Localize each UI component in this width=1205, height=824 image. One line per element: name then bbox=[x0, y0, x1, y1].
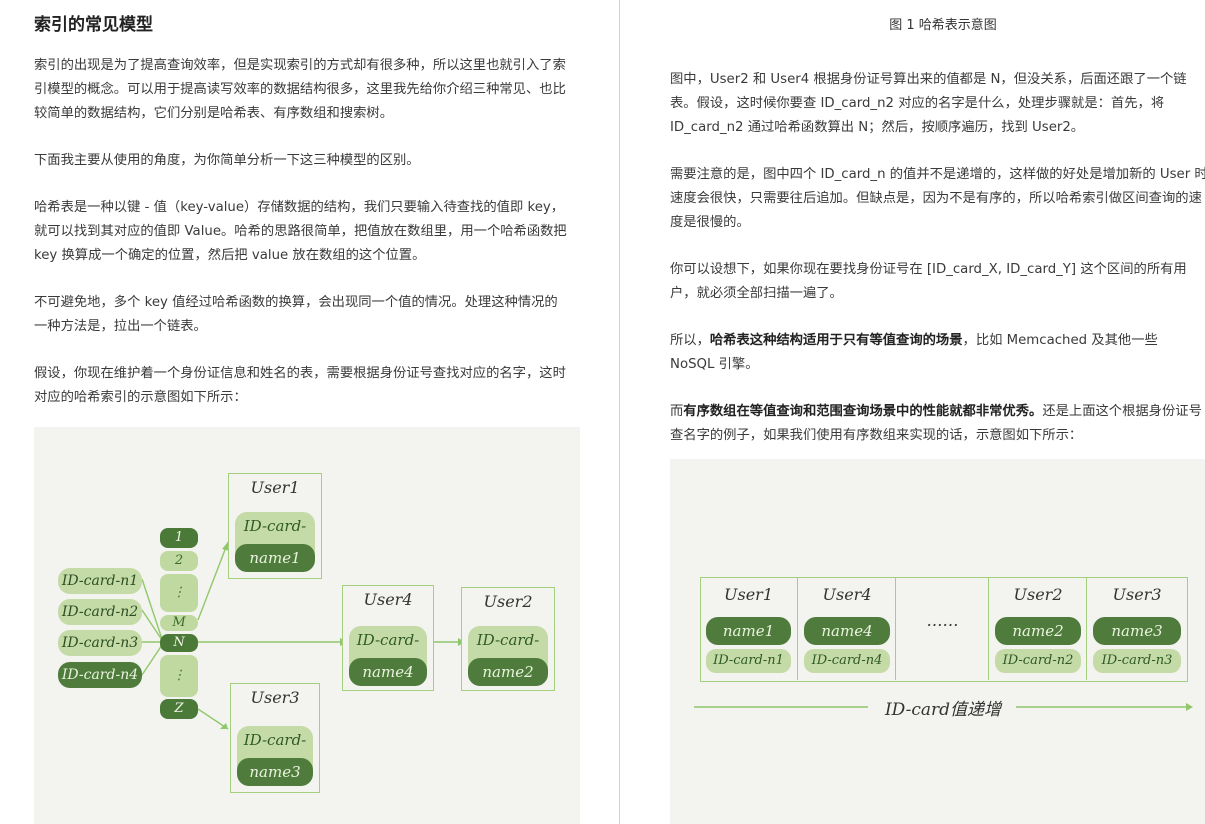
hash-slot-2: 2 bbox=[160, 551, 198, 571]
array-cell-user4: User4 name4 ID-card-n4 bbox=[797, 577, 896, 680]
hash-index-figure: ID-card-n1 ID-card-n2 ID-card-n3 ID-card… bbox=[34, 427, 580, 824]
arrow-key2 bbox=[141, 609, 163, 641]
array-frame bbox=[700, 577, 1188, 682]
user2-label: User2 bbox=[483, 592, 533, 611]
array-axis-arrow bbox=[694, 703, 1193, 711]
paragraph-intro: 索引的出现是为了提高查询效率，但是实现索引的方式却有很多种，所以这里也就引入了索… bbox=[34, 58, 566, 121]
user4-name: name4 bbox=[349, 658, 427, 686]
array-cell-name: name3 bbox=[1093, 617, 1181, 645]
array-axis-label: ID-card值递增 bbox=[884, 700, 1002, 720]
user1-label: User1 bbox=[250, 478, 300, 497]
sorted-array-figure: User1 name1 ID-card-n1 User4 name4 ID-ca… bbox=[670, 459, 1205, 824]
array-cell-label: User1 bbox=[724, 585, 773, 604]
paragraph-not-increasing: 需要注意的是，图中四个 ID_card_n 的值并不是递增的，这样做的好处是增加… bbox=[670, 167, 1205, 230]
array-cell-user2: User2 name2 ID-card-n2 bbox=[988, 577, 1087, 680]
left-page: 索引的常见模型 索引的出现是为了提高查询效率，但是实现索引的方式却有很多种，所以… bbox=[34, 12, 580, 433]
hash-key-2: ID-card-n2 bbox=[58, 599, 142, 625]
array-cell-id: ID-card-n4 bbox=[804, 649, 890, 673]
array-cell-id: ID-card-n1 bbox=[706, 649, 791, 673]
user3-label: User3 bbox=[250, 688, 300, 707]
user3-name: name3 bbox=[237, 758, 313, 786]
hash-slot-1: 1 bbox=[160, 528, 198, 548]
array-cell-label: User4 bbox=[822, 585, 872, 604]
array-cell-id: ID-card-n2 bbox=[995, 649, 1081, 673]
array-cell-ellipsis: …… bbox=[895, 577, 989, 680]
page-divider bbox=[619, 0, 620, 824]
hash-slot-z: Z bbox=[160, 699, 198, 719]
array-cell-label: User3 bbox=[1112, 585, 1162, 604]
paragraph-range-query: 你可以设想下，如果你现在要找身份证号在 [ID_card_X, ID_card_… bbox=[670, 262, 1187, 301]
section-heading: 索引的常见模型 bbox=[34, 15, 153, 35]
user3-node: User3 ID-card-n3 name3 bbox=[230, 683, 320, 793]
paragraph-figure-explain: 图中，User2 和 User4 根据身份证号算出来的值都是 N，但没关系，后面… bbox=[670, 72, 1187, 135]
user2-node: User2 ID-card-n2 name2 bbox=[461, 587, 555, 691]
user1-node: User1 ID-card-n1 name1 bbox=[228, 473, 322, 579]
hash-key-3: ID-card-n3 bbox=[58, 630, 142, 656]
array-cell-label: User2 bbox=[1013, 585, 1063, 604]
left-column: 索引的常见模型 索引的出现是为了提高查询效率，但是实现索引的方式却有很多种，所以… bbox=[34, 12, 580, 433]
paragraph-hash-use-case: 所以，哈希表这种结构适用于只有等值查询的场景，比如 Memcached 及其他一… bbox=[670, 333, 1158, 372]
hash-key-4: ID-card-n4 bbox=[58, 662, 142, 688]
array-cell-id: ID-card-n3 bbox=[1093, 649, 1181, 673]
hash-slot-dots-2: ⋮ bbox=[160, 655, 198, 697]
hash-slot-dots-1: ⋮ bbox=[160, 574, 198, 612]
hash-key-1: ID-card-n1 bbox=[58, 568, 142, 594]
right-column: 图 1 哈希表示意图 图中，User2 和 User4 根据身份证号算出来的值都… bbox=[670, 16, 1205, 471]
user2-name: name2 bbox=[468, 658, 548, 686]
user1-name: name1 bbox=[235, 544, 315, 572]
array-ellipsis: …… bbox=[926, 611, 959, 630]
array-cell-name: name1 bbox=[706, 617, 791, 645]
paragraph-sorted-array: 而有序数组在等值查询和范围查询场景中的性能就都非常优秀。还是上面这个根据身份证号… bbox=[670, 404, 1202, 443]
array-cell-user3: User3 name3 ID-card-n3 bbox=[1086, 577, 1187, 680]
arrow-m-user1 bbox=[197, 541, 229, 621]
paragraph-collision: 不可避免地，多个 key 值经过哈希函数的换算，会出现同一个值的情况。处理这种情… bbox=[34, 295, 558, 334]
paragraph-example: 假设，你现在维护着一个身份证信息和姓名的表，需要根据身份证号查找对应的名字，这时… bbox=[34, 366, 566, 405]
arrow-z-user3 bbox=[197, 708, 229, 730]
array-cell-user1: User1 name1 ID-card-n1 bbox=[700, 577, 797, 680]
paragraph-overview: 下面我主要从使用的角度，为你简单分析一下这三种模型的区别。 bbox=[34, 153, 420, 168]
array-cell-name: name4 bbox=[804, 617, 890, 645]
arrow-key4 bbox=[141, 644, 163, 676]
figure-caption: 图 1 哈希表示意图 bbox=[889, 18, 997, 33]
arrow-key1 bbox=[141, 578, 163, 640]
user4-node: User4 ID-card-n4 name4 bbox=[342, 585, 434, 691]
user4-label: User4 bbox=[363, 590, 413, 609]
hash-slot-m: M bbox=[160, 615, 198, 631]
array-cell-name: name2 bbox=[995, 617, 1081, 645]
paragraph-hash-definition: 哈希表是一种以键 - 值（key-value）存储数据的结构，我们只要输入待查找… bbox=[34, 200, 567, 263]
hash-slot-n: N bbox=[160, 634, 198, 652]
right-page: 图 1 哈希表示意图 图中，User2 和 User4 根据身份证号算出来的值都… bbox=[624, 0, 1205, 824]
